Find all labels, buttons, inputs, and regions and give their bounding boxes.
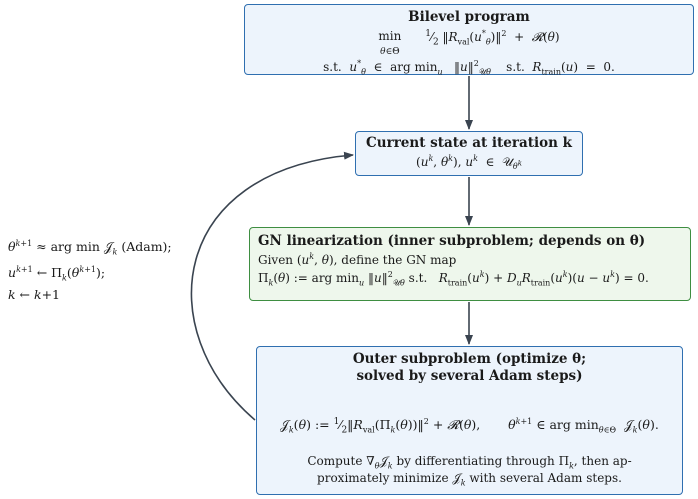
loop-line-2: uk+1 ← Πk(θk+1);: [8, 264, 106, 283]
gn-title: GN linearization (inner subproblem; depe…: [258, 233, 646, 249]
loop-update-label: θk+1 ≈ arg min 𝒥k (Adam); uk+1 ← Πk(θk+1…: [8, 235, 172, 303]
loop-line-3: k ← k+1: [8, 287, 61, 303]
outer-description-2: proximately minimize 𝒥k with several Ada…: [317, 471, 622, 488]
outer-title: Outer subproblem (optimize θ;solved by s…: [352, 351, 587, 384]
gn-linearization-box: GN linearization (inner subproblem; depe…: [249, 227, 691, 301]
bilevel-title: Bilevel program: [408, 9, 530, 25]
outer-description-1: Compute ∇θ𝒥k by differentiating through …: [307, 453, 632, 471]
current-state-value: (uk, θk), uk ∈ 𝒰θk: [416, 154, 522, 172]
gn-map-equation: Πk(θ) := arg minu ‖u‖2𝒰θ s.t. Rtrain(uk)…: [258, 270, 649, 288]
bilevel-constraint: s.t. u*θ ∈ arg minu ‖u‖2𝒰θ s.t. Rtrain(u…: [323, 59, 615, 77]
current-state-box: Current state at iteration k (uk, θk), u…: [355, 131, 583, 176]
loop-back-arrow: [190, 151, 354, 421]
loop-line-1: θk+1 ≈ arg min 𝒥k (Adam);: [8, 239, 172, 257]
gn-given-line: Given (uk, θ), define the GN map: [258, 252, 457, 267]
outer-subproblem-box: Outer subproblem (optimize θ;solved by s…: [256, 346, 683, 495]
outer-objective-equation: 𝒥k(θ) := 1⁄2‖Rval(Πk(θ))‖2 + 𝓡(θ), θk+1 …: [280, 417, 659, 436]
current-state-title: Current state at iteration k: [366, 135, 572, 151]
